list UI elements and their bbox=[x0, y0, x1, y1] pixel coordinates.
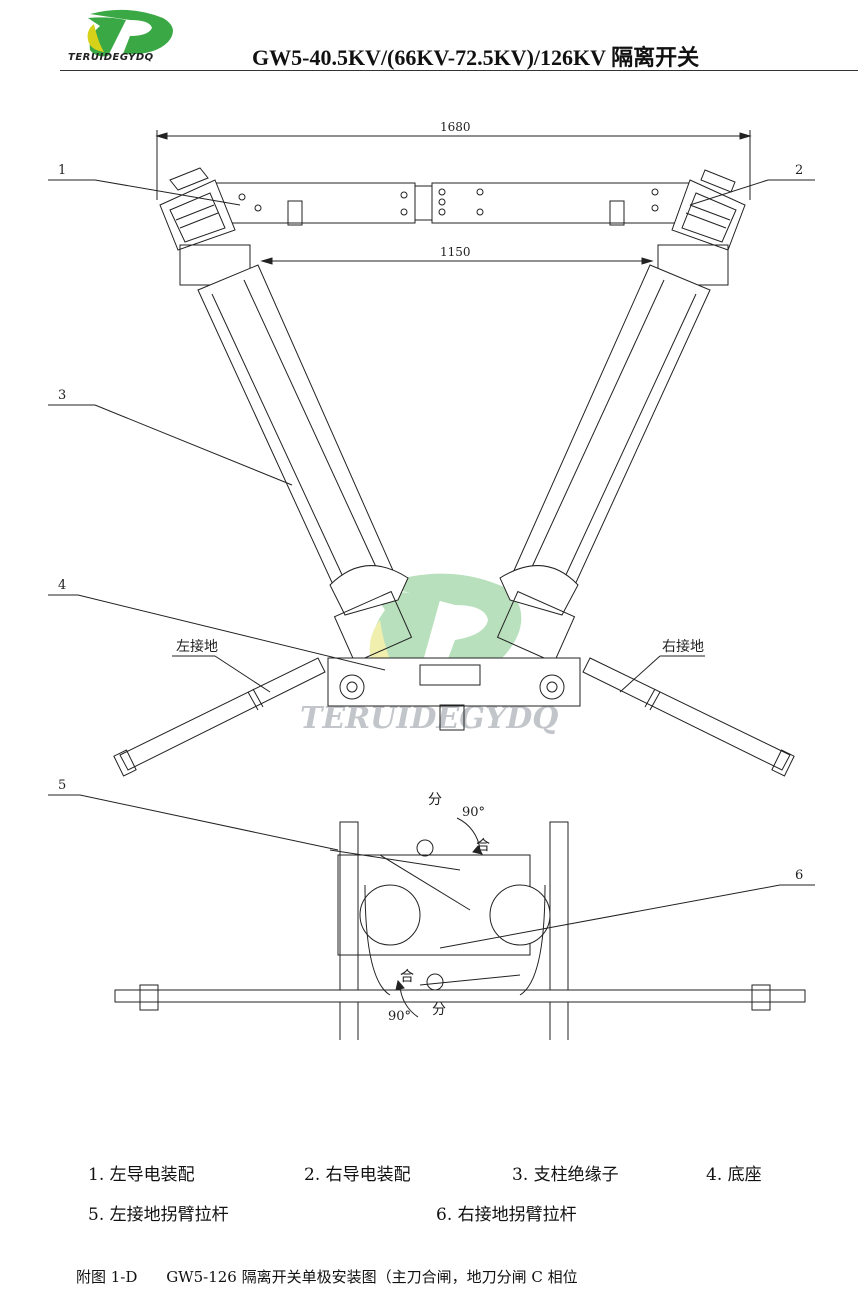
angle-label-bottom: 90° bbox=[388, 1009, 411, 1024]
angle-label-top: 90° bbox=[462, 805, 485, 820]
legend-item-2: 2. 右导电装配 bbox=[304, 1165, 411, 1185]
svg-text:1: 1 bbox=[58, 163, 66, 178]
header-divider bbox=[60, 70, 858, 71]
figure-caption-text: GW5-126 隔离开关单极安装图（主刀合闸，地刀分闸 C 相位 bbox=[166, 1268, 578, 1286]
assembly-drawing: TERUIDEGYDQ 1680 bbox=[48, 120, 815, 1040]
plan-view: 分 90° 合 合 90° 分 bbox=[114, 792, 806, 1040]
left-conductor-head bbox=[159, 167, 251, 286]
callout-6: 6 bbox=[439, 868, 815, 949]
right-conductor-head bbox=[657, 169, 746, 286]
callout-1: 1 bbox=[48, 163, 241, 206]
svg-text:右接地: 右接地 bbox=[662, 638, 704, 655]
document-title: GW5-40.5KV/(66KV-72.5KV)/126KV 隔离开关 bbox=[252, 45, 700, 70]
legend-item-1: 1. 左导电装配 bbox=[88, 1165, 195, 1185]
svg-text:3: 3 bbox=[58, 388, 66, 403]
dimension-1150: 1150 bbox=[260, 245, 654, 265]
dimension-1150-label: 1150 bbox=[440, 245, 471, 259]
watermark-text: TERUIDEGYDQ bbox=[300, 701, 558, 736]
legend-item-6: 6. 右接地拐臂拉杆 bbox=[436, 1205, 577, 1225]
right-insulator bbox=[496, 264, 711, 664]
figure-caption: 附图 1-D GW5-126 隔离开关单极安装图（主刀合闸，地刀分闸 C 相位 bbox=[76, 1266, 602, 1287]
left-grounding-rod bbox=[113, 657, 326, 777]
close-label-top: 合 bbox=[476, 838, 490, 854]
callout-5: 5 bbox=[48, 778, 339, 851]
dimension-1680: 1680 bbox=[155, 120, 752, 200]
close-label-bottom: 合 bbox=[400, 969, 414, 985]
svg-text:4: 4 bbox=[58, 578, 66, 593]
page-header: TERUIDEGYDQ GW5-40.5KV/(66KV-72.5KV)/126… bbox=[0, 0, 860, 72]
dimension-1680-label: 1680 bbox=[440, 120, 471, 134]
callout-4: 4 bbox=[48, 578, 386, 671]
right-grounding-rod bbox=[582, 657, 795, 777]
legend-item-5: 5. 左接地拐臂拉杆 bbox=[88, 1205, 229, 1225]
open-label-top: 分 bbox=[428, 792, 442, 808]
figure-number: 附图 1-D bbox=[76, 1268, 138, 1286]
open-label-bottom: 分 bbox=[432, 1002, 446, 1018]
svg-text:2: 2 bbox=[795, 163, 803, 178]
legend-item-4: 4. 底座 bbox=[706, 1165, 762, 1185]
svg-text:左接地: 左接地 bbox=[176, 638, 218, 655]
right-ground-label: 右接地 bbox=[619, 638, 705, 693]
parts-legend: 1. 左导电装配 2. 右导电装配 3. 支柱绝缘子 4. 底座 5. 左接地拐… bbox=[0, 1150, 860, 1230]
svg-text:6: 6 bbox=[795, 868, 803, 883]
svg-text:5: 5 bbox=[58, 778, 66, 793]
left-insulator bbox=[197, 264, 413, 664]
callout-2: 2 bbox=[689, 163, 815, 206]
callout-3: 3 bbox=[48, 388, 293, 486]
left-ground-label: 左接地 bbox=[172, 638, 271, 693]
company-logo bbox=[87, 9, 173, 57]
logo-text: TERUIDEGYDQ bbox=[68, 52, 154, 63]
top-conductor bbox=[214, 182, 693, 226]
legend-item-3: 3. 支柱绝缘子 bbox=[512, 1165, 619, 1185]
